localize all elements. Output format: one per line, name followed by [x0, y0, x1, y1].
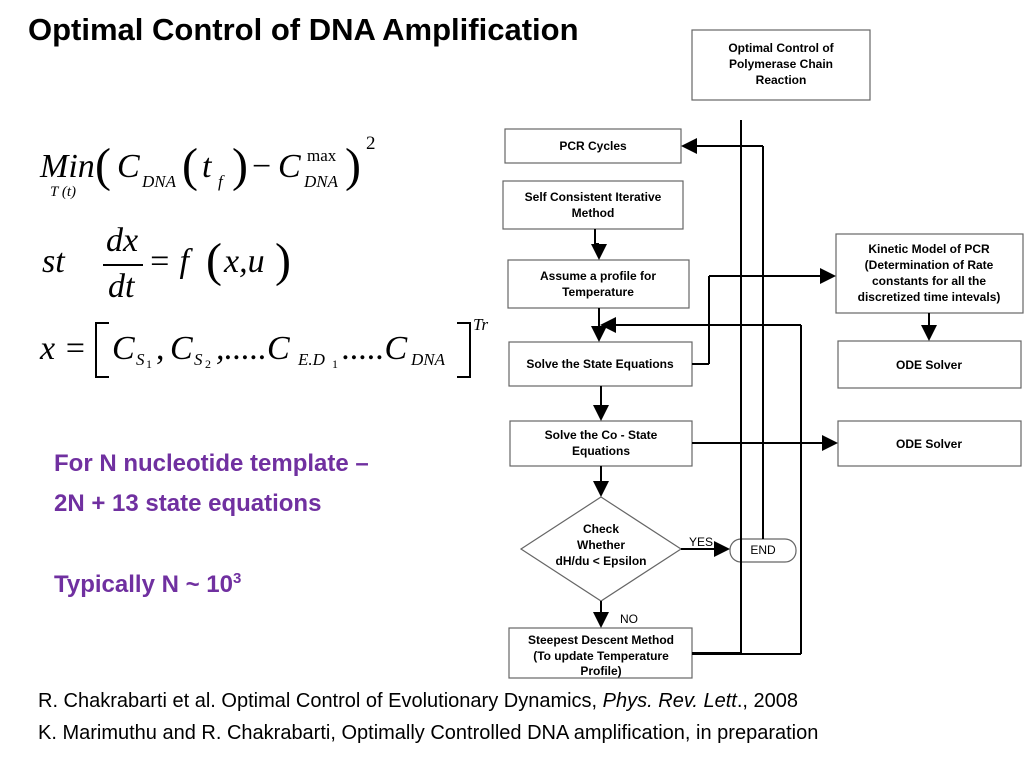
note-line-1: For N nucleotide template – — [54, 450, 369, 477]
fraction-bar — [103, 264, 143, 266]
self-consistent-line-1: Self Consistent Iterative — [525, 190, 662, 204]
max-superscript: max — [307, 146, 337, 165]
ode-solver-2-label: ODE Solver — [896, 437, 962, 451]
dna-subscript-2: DNA — [304, 172, 338, 191]
reference-1-authors: R. Chakrabarti et al. Optimal Control of… — [38, 690, 603, 712]
dna-subscript-3: DNA — [411, 350, 445, 369]
dt-denominator: dt — [108, 268, 135, 305]
f-subscript: f — [218, 172, 223, 191]
ed-index: 1 — [332, 357, 338, 371]
box-self-consistent — [502, 180, 684, 230]
check-line-3: dH/du < Epsilon — [555, 554, 646, 568]
note-typical: Typically N ~ 103 — [54, 570, 241, 599]
top-box-line-3: Reaction — [756, 73, 807, 87]
open-bracket — [95, 322, 109, 378]
note-typical-text: Typically N ~ 10 — [54, 571, 233, 598]
open-paren-3: ( — [206, 234, 222, 287]
open-paren-2: ( — [182, 139, 198, 192]
costate-line-2: Equations — [572, 444, 630, 458]
steepest-line-2: (To update Temperature — [533, 649, 669, 663]
open-paren: ( — [95, 139, 111, 192]
cs1-symbol: C — [112, 330, 135, 367]
dna-subscript: DNA — [142, 172, 176, 191]
box-pcr-cycles — [504, 128, 682, 164]
note-exponent: 3 — [232, 570, 242, 587]
check-line-2: Whether — [577, 538, 625, 552]
top-box-line-2: Polymerase Chain — [729, 57, 833, 71]
c-symbol: C — [117, 148, 140, 185]
transpose-superscript: Tr — [473, 315, 489, 334]
min-operator: Min — [40, 148, 95, 185]
close-paren: ) — [345, 139, 361, 192]
reference-1: R. Chakrabarti et al. Optimal Control of… — [38, 690, 798, 713]
self-consistent-line-2: Method — [572, 206, 615, 220]
box-optimal-control — [691, 29, 871, 101]
costate-line-1: Solve the Co - State — [545, 428, 658, 442]
box-ode-solver-2 — [837, 420, 1022, 467]
dots-c-1: ,.....C — [216, 330, 290, 367]
steepest-line-1: Steepest Descent Method — [528, 633, 674, 647]
kinetic-line-4: discretized time intevals) — [858, 290, 1001, 304]
slide-title: Optimal Control of DNA Amplification — [28, 12, 579, 47]
assume-line-2: Temperature — [562, 285, 634, 299]
comma: , — [156, 330, 165, 367]
steepest-line-3: Profile) — [580, 664, 621, 678]
box-assume-profile — [507, 259, 690, 309]
ode-solver-1-label: ODE Solver — [896, 358, 962, 372]
dx-numerator: dx — [106, 222, 139, 259]
squared-exponent: 2 — [366, 133, 376, 154]
cs2-symbol: C — [170, 330, 193, 367]
box-steepest-descent — [508, 627, 693, 679]
ed-subscript: E.D — [298, 350, 325, 369]
reference-2: K. Marimuthu and R. Chakrabarti, Optimal… — [38, 722, 819, 744]
box-solve-state — [508, 341, 693, 387]
box-ode-solver-1 — [837, 340, 1022, 389]
close-bracket — [457, 322, 471, 378]
x-label: x = — [40, 330, 87, 367]
assume-line-1: Assume a profile for — [540, 269, 656, 283]
check-line-1: Check — [583, 522, 619, 536]
xu-args: x,u — [224, 243, 265, 280]
reference-1-journal: Phys. Rev. Lett — [602, 690, 737, 712]
s1-index: 1 — [146, 357, 152, 371]
min-subscript: T (t) — [50, 184, 76, 200]
kinetic-line-1: Kinetic Model of PCR — [868, 242, 990, 256]
t-symbol: t — [202, 148, 212, 185]
f-function: = f — [148, 243, 189, 280]
c-symbol-2: C — [278, 148, 301, 185]
s1-subscript: S — [136, 350, 145, 369]
kinetic-line-2: (Determination of Rate — [865, 258, 994, 272]
pcr-cycles-label: PCR Cycles — [559, 139, 627, 153]
minus-sign: − — [252, 148, 272, 185]
box-solve-costate — [509, 420, 693, 467]
s2-subscript: S — [194, 350, 203, 369]
dots-c-2: .....C — [342, 330, 408, 367]
close-paren-3: ) — [275, 234, 291, 287]
box-kinetic-model — [835, 233, 1024, 314]
no-label: NO — [620, 612, 638, 626]
yes-label: YES — [689, 535, 713, 549]
reference-1-year: ., 2008 — [736, 690, 798, 712]
solve-state-label: Solve the State Equations — [526, 357, 674, 371]
st-label: st — [42, 243, 65, 280]
end-label: END — [750, 543, 776, 557]
close-paren-2: ) — [232, 139, 248, 192]
note-line-2: 2N + 13 state equations — [54, 490, 322, 517]
s2-index: 2 — [205, 357, 211, 371]
top-box-line-1: Optimal Control of — [728, 41, 834, 55]
kinetic-line-3: constants for all the — [872, 274, 986, 288]
